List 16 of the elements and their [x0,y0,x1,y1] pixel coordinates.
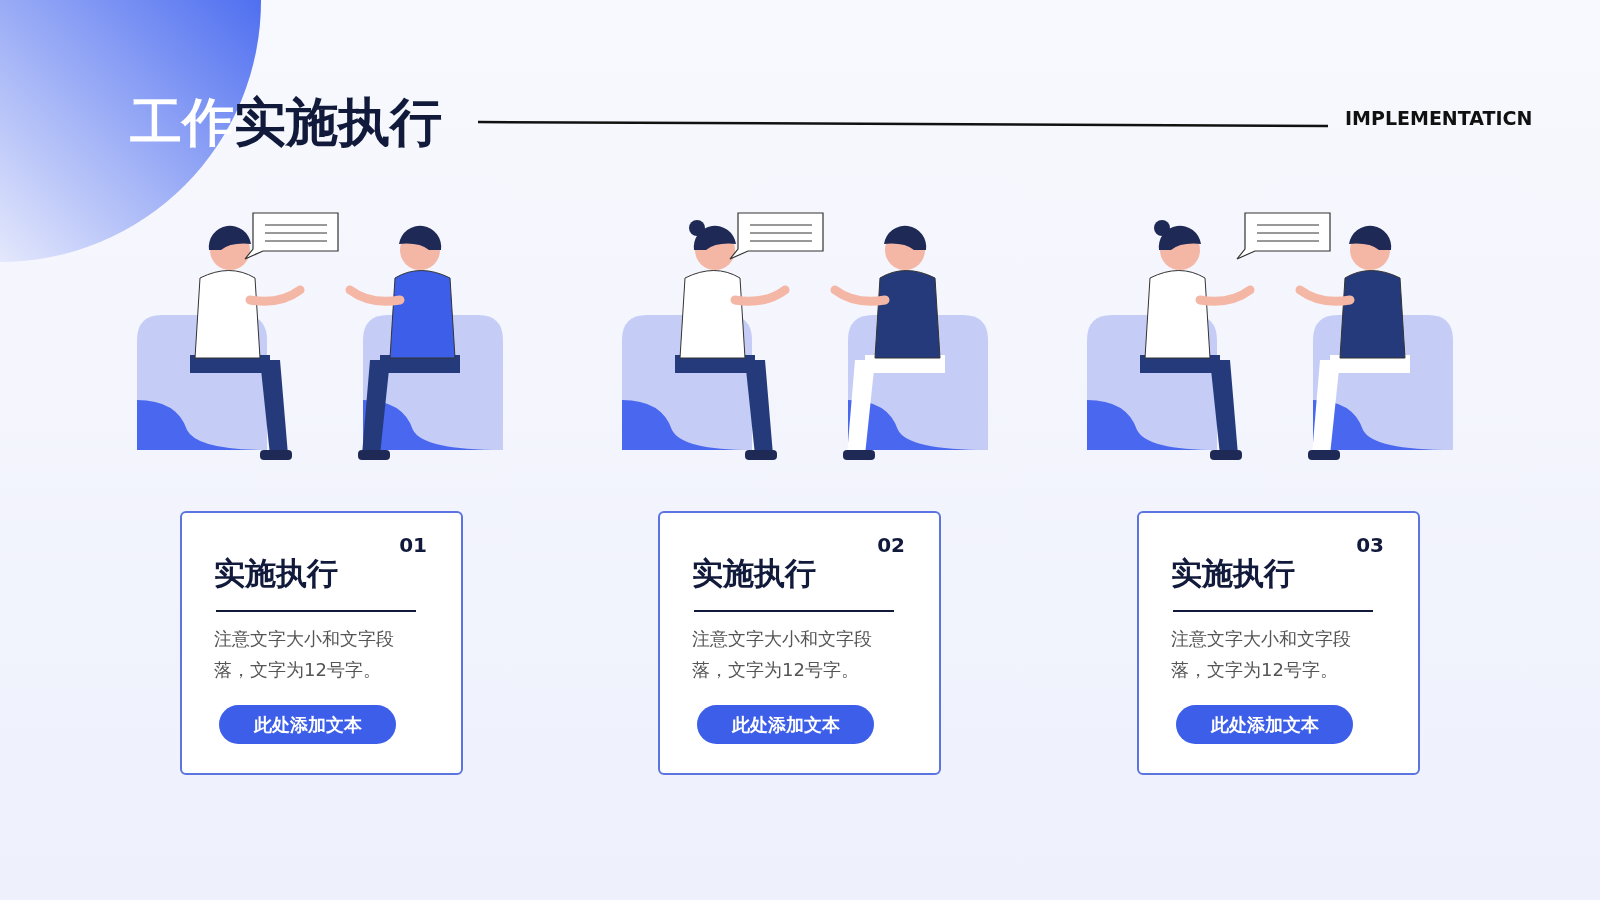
info-card [658,511,941,775]
subtitle: IMPLEMENTATICN [1345,107,1533,129]
info-card [180,511,463,775]
pill-button: 此处添加文本 [697,705,874,744]
card-heading: 实施执行 [692,554,816,593]
card-text: 注意文字大小和文字段落，文字为12号字。 [1171,627,1352,682]
card-heading: 实施执行 [214,554,338,593]
step-number: 03 [1356,533,1384,557]
card-text: 注意文字大小和文字段落，文字为12号字。 [214,627,395,682]
card-text: 注意文字大小和文字段落，文字为12号字。 [692,627,873,682]
step-number: 01 [399,533,427,557]
step-number: 02 [877,533,905,557]
info-card [1137,511,1420,775]
pill-button: 此处添加文本 [1176,705,1353,744]
pill-button: 此处添加文本 [219,705,396,744]
card-heading: 实施执行 [1171,554,1295,593]
